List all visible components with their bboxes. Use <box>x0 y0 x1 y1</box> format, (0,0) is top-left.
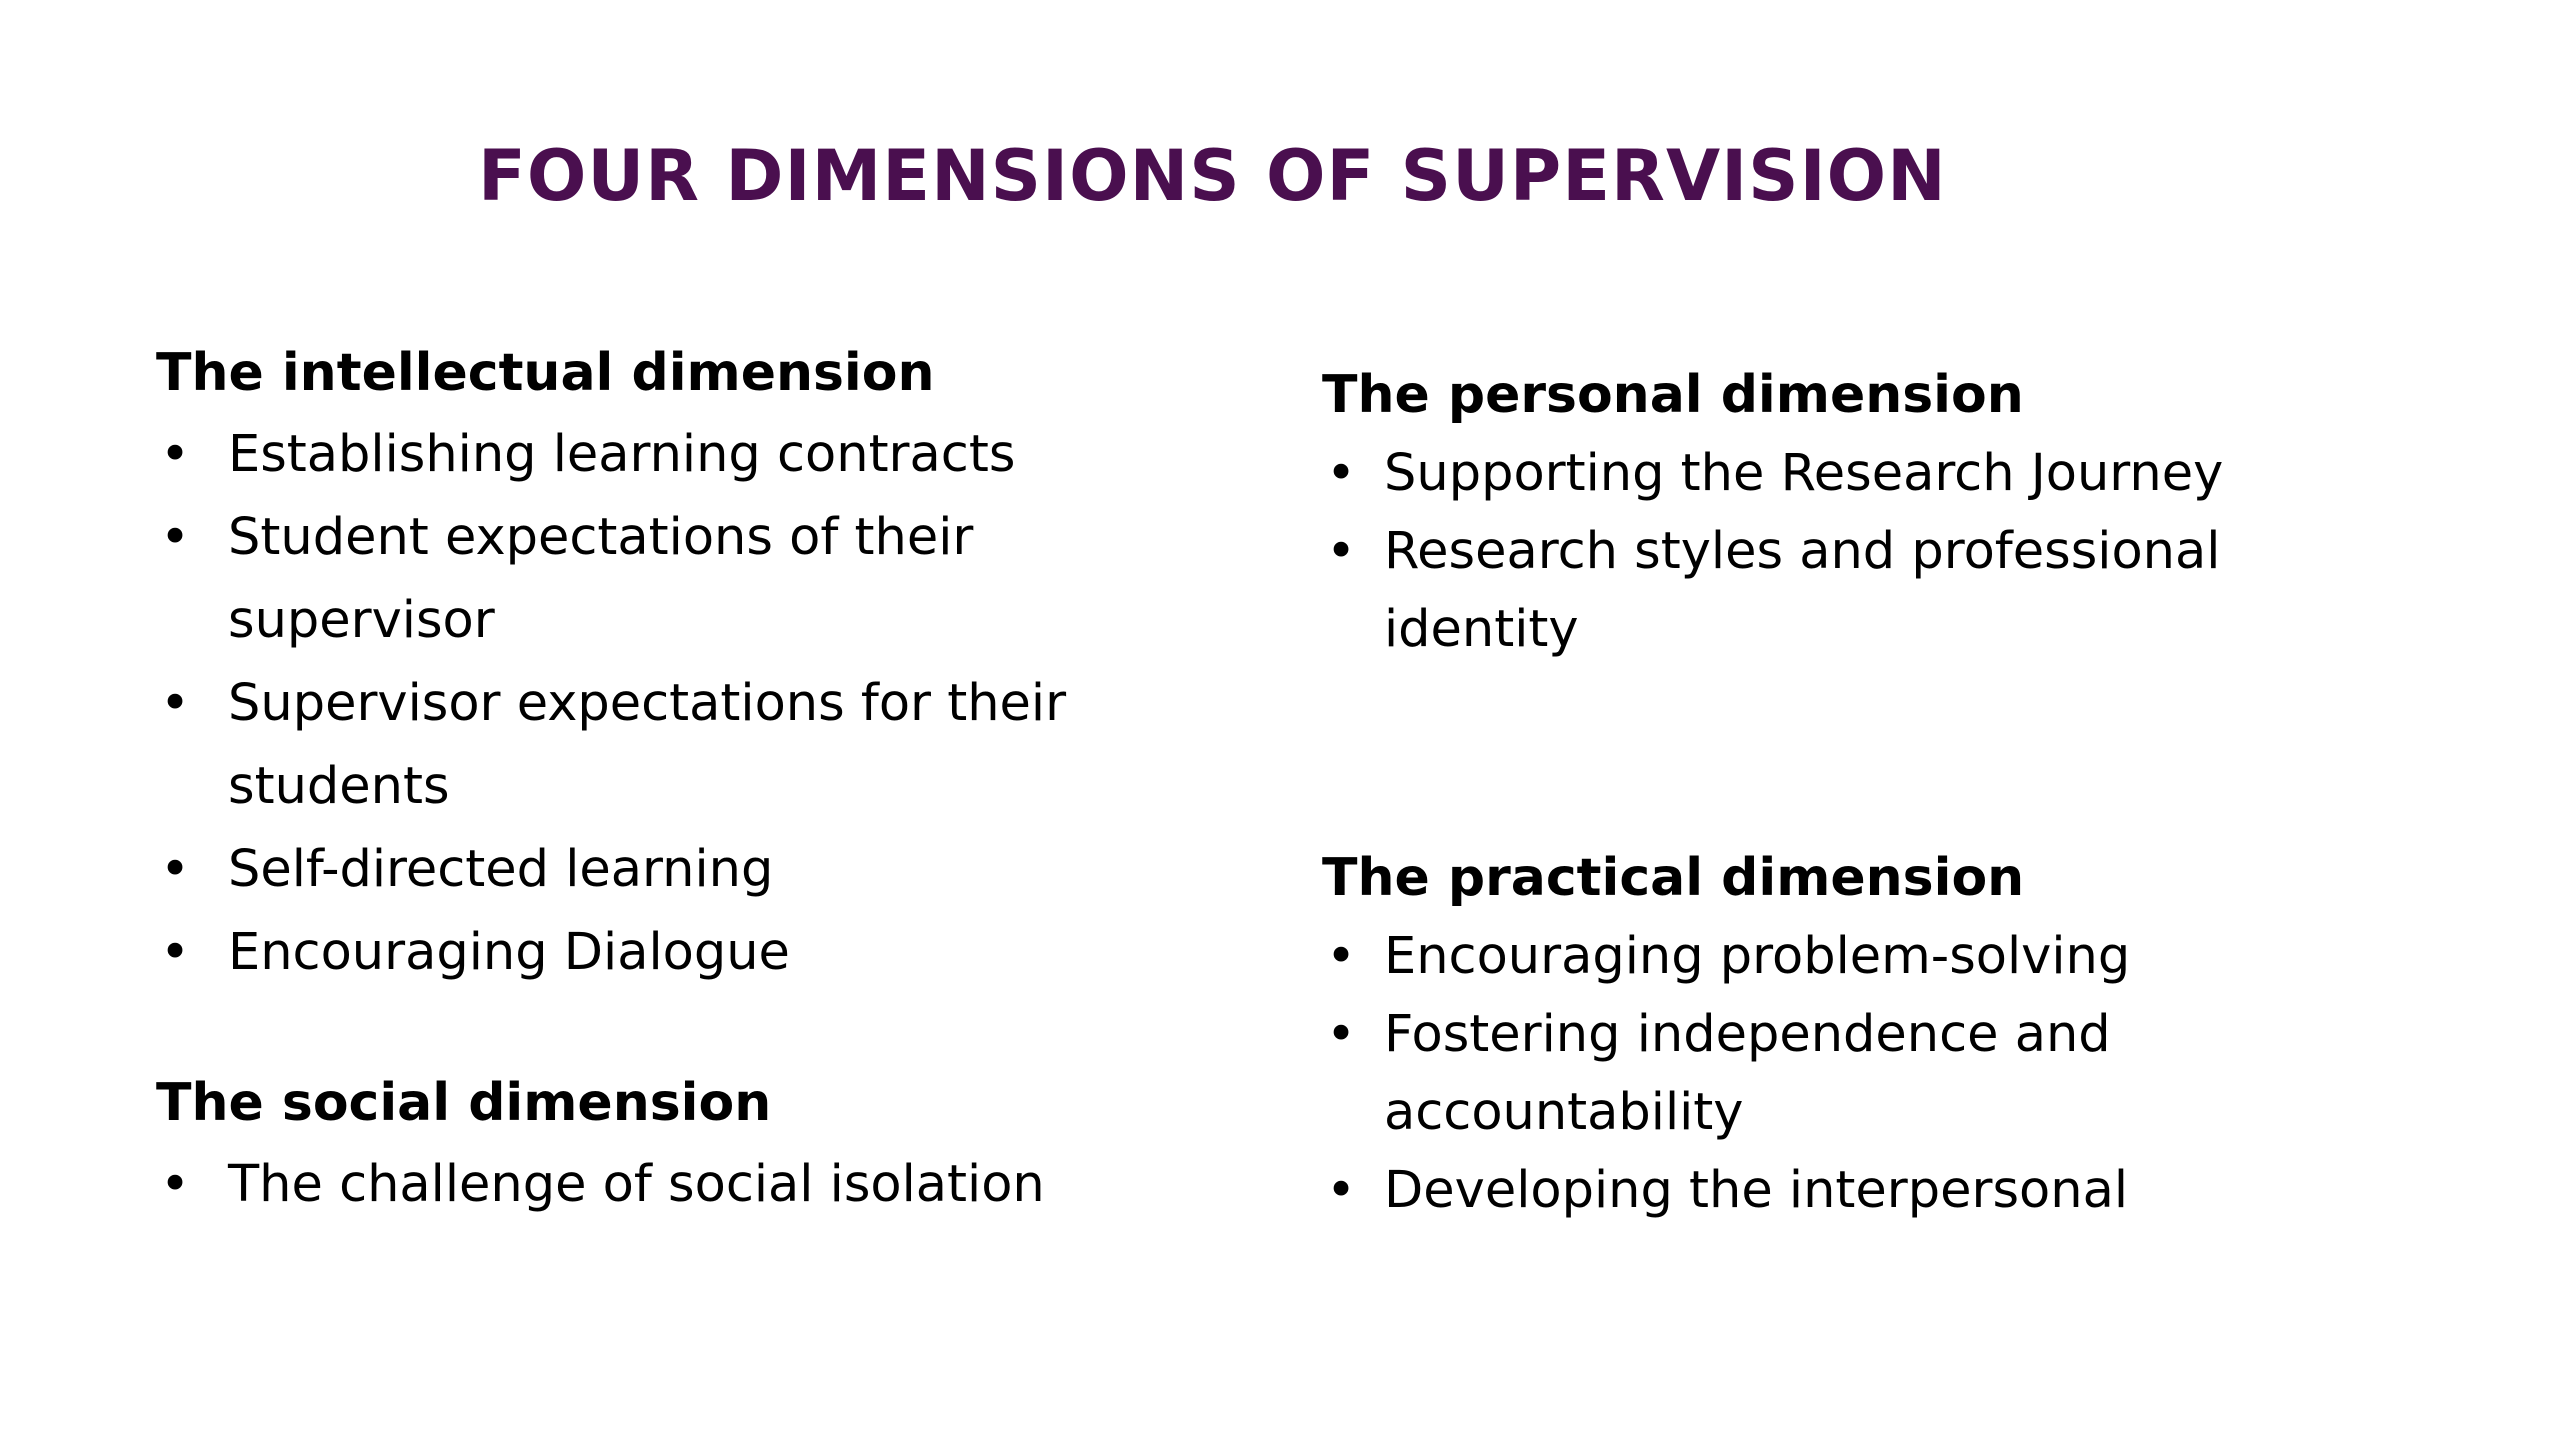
list-item: Encouraging Dialogue <box>156 911 1116 994</box>
list-item: Supporting the Research Journey <box>1322 435 2322 513</box>
bullet-list: Encouraging problem-solving Fostering in… <box>1322 918 2322 1230</box>
list-item: Encouraging problem-solving <box>1322 918 2322 996</box>
section-social-dimension: The social dimension The challenge of so… <box>156 1063 1116 1226</box>
section-heading: The social dimension <box>156 1073 772 1133</box>
bullet-list: The challenge of social isolation <box>156 1143 1116 1226</box>
section-heading: The practical dimension <box>1322 848 2025 908</box>
section-intellectual-dimension: The intellectual dimension Establishing … <box>156 333 1116 994</box>
bullet-list: Establishing learning contracts Student … <box>156 413 1116 994</box>
list-item: Supervisor expectations for their studen… <box>156 662 1116 828</box>
section-heading: The intellectual dimension <box>156 343 935 403</box>
slide-title: FOUR DIMENSIONS OF SUPERVISION <box>478 135 1947 217</box>
list-item: The challenge of social isolation <box>156 1143 1116 1226</box>
list-item: Student expectations of their supervisor <box>156 496 1116 662</box>
list-item: Self-directed learning <box>156 828 1116 911</box>
list-item: Establishing learning contracts <box>156 413 1116 496</box>
section-heading: The personal dimension <box>1322 365 2024 425</box>
list-item: Fostering independence and accountabilit… <box>1322 996 2322 1152</box>
bullet-list: Supporting the Research Journey Research… <box>1322 435 2322 669</box>
section-practical-dimension: The practical dimension Encouraging prob… <box>1322 838 2322 1230</box>
section-personal-dimension: The personal dimension Supporting the Re… <box>1322 355 2322 669</box>
list-item: Developing the interpersonal <box>1322 1152 2322 1230</box>
list-item: Research styles and professional identit… <box>1322 513 2322 669</box>
